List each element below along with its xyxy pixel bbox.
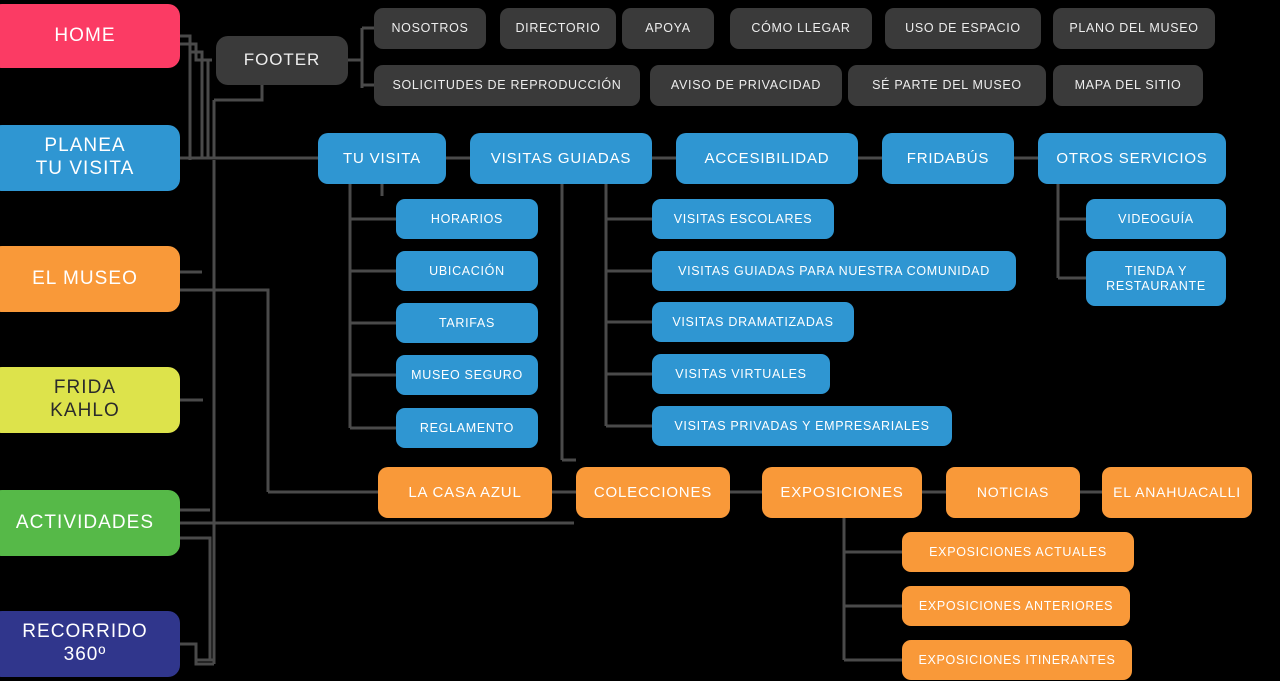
child-label: REGLAMENTO xyxy=(419,420,515,435)
frida-line-1: FRIDA xyxy=(53,377,117,399)
child-label: VISITAS VIRTUALES xyxy=(675,366,807,381)
node-footer-plano-del-museo[interactable]: PLANO DEL MUSEO xyxy=(1053,8,1215,49)
child-label: UBICACIÓN xyxy=(429,263,505,278)
node-otros-servicios[interactable]: OTROS SERVICIOS xyxy=(1038,133,1226,184)
node-footer-solicitudes-de-reproduccion[interactable]: SOLICITUDES DE REPRODUCCIÓN xyxy=(374,65,640,106)
node-footer[interactable]: FOOTER xyxy=(216,36,348,85)
node-visitas-guiadas-comunidad[interactable]: VISITAS GUIADAS PARA NUESTRA COMUNIDAD xyxy=(652,251,1016,291)
footer-link-label: SOLICITUDES DE REPRODUCCIÓN xyxy=(392,78,622,92)
node-tu-visita-label: TU VISITA xyxy=(343,149,421,167)
node-footer-directorio[interactable]: DIRECTORIO xyxy=(500,8,616,49)
tienda-line-2: RESTAURANTE xyxy=(1106,278,1206,293)
child-label: EXPOSICIONES ITINERANTES xyxy=(918,652,1116,667)
node-home[interactable]: HOME xyxy=(0,4,180,68)
node-videoguia[interactable]: VIDEOGUÍA xyxy=(1086,199,1226,239)
node-footer-como-llegar[interactable]: CÓMO LLEGAR xyxy=(730,8,872,49)
node-exposiciones[interactable]: EXPOSICIONES xyxy=(762,467,922,518)
node-planea-tu-visita[interactable]: PLANEA TU VISITA xyxy=(0,125,180,191)
node-accesibilidad-label: ACCESIBILIDAD xyxy=(704,149,830,167)
node-tarifas[interactable]: TARIFAS xyxy=(396,303,538,343)
child-label: MUSEO SEGURO xyxy=(411,367,523,382)
recorrido-line-1: RECORRIDO xyxy=(22,621,148,643)
node-visitas-virtuales[interactable]: VISITAS VIRTUALES xyxy=(652,354,830,394)
node-otros-servicios-label: OTROS SERVICIOS xyxy=(1056,149,1208,167)
node-actividades-label: ACTIVIDADES xyxy=(15,511,155,533)
footer-link-label: APOYA xyxy=(645,21,691,35)
node-visitas-dramatizadas[interactable]: VISITAS DRAMATIZADAS xyxy=(652,302,854,342)
node-ubicacion[interactable]: UBICACIÓN xyxy=(396,251,538,291)
node-footer-label: FOOTER xyxy=(243,50,321,70)
node-visitas-escolares[interactable]: VISITAS ESCOLARES xyxy=(652,199,834,239)
node-frida-kahlo[interactable]: FRIDA KAHLO xyxy=(0,367,180,433)
node-recorrido-360[interactable]: RECORRIDO 360º xyxy=(0,611,180,677)
node-footer-mapa-del-sitio[interactable]: MAPA DEL SITIO xyxy=(1053,65,1203,106)
child-label: VISITAS PRIVADAS Y EMPRESARIALES xyxy=(674,418,930,433)
node-noticias-label: NOTICIAS xyxy=(976,484,1050,501)
node-noticias[interactable]: NOTICIAS xyxy=(946,467,1080,518)
node-el-museo[interactable]: EL MUSEO xyxy=(0,246,180,312)
child-label: EXPOSICIONES ANTERIORES xyxy=(918,598,1114,613)
node-accesibilidad[interactable]: ACCESIBILIDAD xyxy=(676,133,858,184)
node-footer-apoya[interactable]: APOYA xyxy=(622,8,714,49)
footer-link-label: CÓMO LLEGAR xyxy=(751,21,851,35)
footer-link-label: MAPA DEL SITIO xyxy=(1074,78,1182,92)
node-footer-uso-de-espacio[interactable]: USO DE ESPACIO xyxy=(885,8,1041,49)
node-el-museo-label: EL MUSEO xyxy=(32,267,138,289)
node-la-casa-azul[interactable]: LA CASA AZUL xyxy=(378,467,552,518)
node-home-label: HOME xyxy=(54,24,116,46)
planea-line-1: PLANEA xyxy=(44,135,126,157)
child-label: VIDEOGUÍA xyxy=(1118,211,1194,226)
node-colecciones[interactable]: COLECCIONES xyxy=(576,467,730,518)
child-label: VISITAS DRAMATIZADAS xyxy=(672,314,834,329)
node-fridabus-label: FRIDABÚS xyxy=(906,149,990,167)
node-exposiciones-actuales[interactable]: EXPOSICIONES ACTUALES xyxy=(902,532,1134,572)
child-label: VISITAS GUIADAS PARA NUESTRA COMUNIDAD xyxy=(678,263,990,278)
node-exposiciones-anteriores[interactable]: EXPOSICIONES ANTERIORES xyxy=(902,586,1130,626)
node-museo-seguro[interactable]: MUSEO SEGURO xyxy=(396,355,538,395)
node-exposiciones-itinerantes[interactable]: EXPOSICIONES ITINERANTES xyxy=(902,640,1132,680)
tienda-line-1: TIENDA Y xyxy=(1124,263,1188,278)
node-tienda-y-restaurante[interactable]: TIENDA Y RESTAURANTE xyxy=(1086,251,1226,306)
node-visitas-guiadas-label: VISITAS GUIADAS xyxy=(490,149,632,167)
node-fridabus[interactable]: FRIDABÚS xyxy=(882,133,1014,184)
footer-link-label: AVISO DE PRIVACIDAD xyxy=(670,78,822,92)
child-label: HORARIOS xyxy=(430,211,504,226)
node-colecciones-label: COLECCIONES xyxy=(593,483,713,501)
node-tu-visita[interactable]: TU VISITA xyxy=(318,133,446,184)
node-visitas-privadas-empresariales[interactable]: VISITAS PRIVADAS Y EMPRESARIALES xyxy=(652,406,952,446)
node-horarios[interactable]: HORARIOS xyxy=(396,199,538,239)
child-label: EXPOSICIONES ACTUALES xyxy=(929,544,1107,559)
node-exposiciones-label: EXPOSICIONES xyxy=(780,483,904,501)
node-el-anahuacalli[interactable]: EL ANAHUACALLI xyxy=(1102,467,1252,518)
node-footer-se-parte-del-museo[interactable]: SÉ PARTE DEL MUSEO xyxy=(848,65,1046,106)
child-label: VISITAS ESCOLARES xyxy=(673,211,813,226)
recorrido-line-2: 360º xyxy=(63,644,107,665)
frida-line-2: KAHLO xyxy=(50,400,120,421)
node-footer-nosotros[interactable]: NOSOTROS xyxy=(374,8,486,49)
footer-link-label: PLANO DEL MUSEO xyxy=(1069,21,1199,35)
node-la-casa-azul-label: LA CASA AZUL xyxy=(408,483,522,501)
footer-link-label: DIRECTORIO xyxy=(515,21,601,35)
node-el-anahuacalli-label: EL ANAHUACALLI xyxy=(1113,484,1241,501)
node-actividades[interactable]: ACTIVIDADES xyxy=(0,490,180,556)
child-label: TARIFAS xyxy=(439,315,495,330)
planea-line-2: TU VISITA xyxy=(35,158,135,179)
footer-link-label: SÉ PARTE DEL MUSEO xyxy=(872,78,1022,92)
node-reglamento[interactable]: REGLAMENTO xyxy=(396,408,538,448)
footer-link-label: USO DE ESPACIO xyxy=(905,21,1021,35)
footer-link-label: NOSOTROS xyxy=(391,21,469,35)
node-visitas-guiadas[interactable]: VISITAS GUIADAS xyxy=(470,133,652,184)
node-footer-aviso-de-privacidad[interactable]: AVISO DE PRIVACIDAD xyxy=(650,65,842,106)
